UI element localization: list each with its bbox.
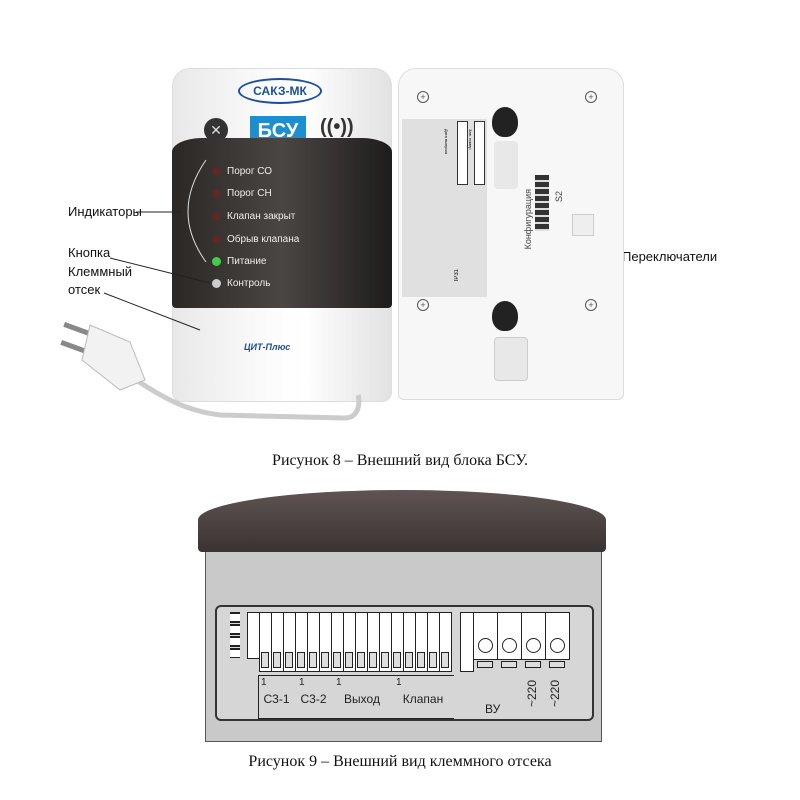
- led-icon: [212, 189, 221, 198]
- callout-switches: Переключатели: [622, 249, 718, 264]
- screw-icon: +: [585, 91, 597, 103]
- terminal-clamp: [525, 661, 541, 668]
- screw-icon: +: [417, 91, 429, 103]
- indicator: Питание: [212, 256, 266, 267]
- pin-1-label: 1: [299, 677, 305, 688]
- indicator-label: Контроль: [227, 278, 271, 289]
- power-220-label: ~220: [548, 680, 562, 708]
- group-c3-2: С3-2: [300, 692, 327, 706]
- terminal-screw: [417, 652, 425, 668]
- indicator: Обрыв клапана: [212, 234, 299, 245]
- pin-1-label: 1: [261, 677, 267, 688]
- date-label: Дата выпуска: [444, 129, 449, 155]
- terminal-screw: [405, 652, 413, 668]
- figure-9-caption: Рисунок 9 – Внешний вид клеммного отсека: [248, 753, 552, 770]
- indicator-panel: [172, 138, 392, 308]
- indicator: Порог СН: [212, 188, 272, 199]
- indicator: Клапан закрыт: [212, 211, 295, 222]
- led-icon: [212, 257, 221, 266]
- indicator-label: Питание: [227, 256, 267, 267]
- mount-hole: [492, 107, 518, 137]
- terminal-screw-icon: [526, 638, 541, 653]
- power-plug: [60, 322, 362, 421]
- device-top-cover: [198, 490, 606, 552]
- terminal-screw: [321, 652, 329, 668]
- terminal-screw-icon: [502, 638, 517, 653]
- terminal-screw: [309, 652, 317, 668]
- screw-icon: +: [585, 299, 597, 311]
- terminal-screw: [261, 652, 269, 668]
- terminal-spacer: [460, 612, 474, 672]
- led-icon: [212, 235, 221, 244]
- terminal-clamp: [501, 661, 517, 668]
- sensor-icon: ((•)): [320, 116, 354, 138]
- terminal-screw: [285, 652, 293, 668]
- pin-1-label: 1: [396, 677, 402, 688]
- terminal-screw: [297, 652, 305, 668]
- figure-8-caption: Рисунок 8 – Внешний вид блока БСУ.: [272, 452, 528, 469]
- terminal-clamp: [477, 661, 493, 668]
- mount-hole: [492, 301, 518, 331]
- control-button[interactable]: Контроль: [212, 278, 270, 289]
- brand-logo: САКЗ-МК: [238, 78, 322, 104]
- serial-label: Зав. номер: [468, 129, 473, 150]
- callout-terminal-2: отсек: [68, 282, 101, 297]
- callout-terminal: Клеммный: [68, 264, 133, 279]
- pin-1-label: 1: [336, 677, 342, 688]
- indicator-label: Клапан закрыт: [227, 211, 296, 222]
- indicator-label: Порог СН: [227, 188, 272, 199]
- terminal-clamp: [549, 661, 565, 668]
- group-c3-1: С3-1: [263, 692, 290, 706]
- terminal-screw: [369, 652, 377, 668]
- terminal-screw: [441, 652, 449, 668]
- ip-rating: IP31: [454, 269, 460, 282]
- dip-switches[interactable]: [535, 175, 549, 231]
- maker-logo: ЦИТ-Плюс: [244, 342, 291, 352]
- indicator-label: Обрыв клапана: [227, 234, 300, 245]
- device-back: + + + + Дата выпуска Зав. номер IP31 Кон…: [398, 68, 624, 400]
- led-icon: [212, 167, 221, 176]
- button-icon: [212, 279, 221, 288]
- vu-label: ВУ: [485, 702, 501, 716]
- terminal-screw: [273, 652, 281, 668]
- terminal-screw: [381, 652, 389, 668]
- terminal-screw: [429, 652, 437, 668]
- terminal-screw: [393, 652, 401, 668]
- led-icon: [212, 212, 221, 221]
- power-220-label: ~220: [525, 680, 539, 708]
- terminal-screw-icon: [550, 638, 565, 653]
- terminal-screw: [357, 652, 365, 668]
- group-output: Выход: [344, 692, 380, 706]
- group-valve: Клапан: [402, 692, 444, 706]
- indicator-label: Порог СО: [227, 166, 273, 177]
- indicator: Порог СО: [212, 166, 272, 177]
- label-sticker: Дата выпуска Зав. номер IP31: [402, 119, 487, 297]
- terminal-screw: [345, 652, 353, 668]
- config-label: Конфигурация: [523, 189, 533, 250]
- callout-indicators: Индикаторы: [68, 204, 142, 219]
- callout-button: Кнопка: [68, 245, 111, 260]
- screw-icon: +: [417, 299, 429, 311]
- terminal-screw-icon: [478, 638, 493, 653]
- s2-label: S2: [554, 191, 564, 203]
- terminal-screw: [333, 652, 341, 668]
